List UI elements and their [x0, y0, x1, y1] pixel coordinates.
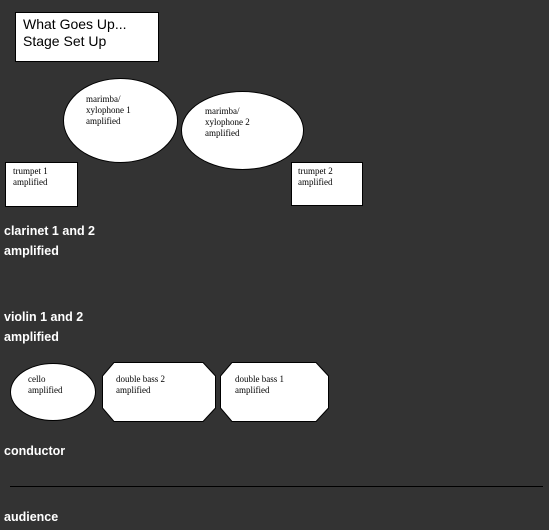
- double-bass-2-shape: [102, 362, 216, 422]
- cello: cello amplified: [10, 363, 96, 421]
- title-box: What Goes Up... Stage Set Up: [15, 12, 159, 62]
- trumpet2-label-1: trumpet 2: [298, 166, 333, 176]
- trumpet-2: trumpet 2 amplified: [291, 162, 363, 206]
- violin-label-2: amplified: [4, 330, 59, 344]
- clarinet-section: clarinet 1 and 2 amplified: [4, 221, 95, 261]
- marimba1-label-2: xylophone 1: [86, 105, 131, 115]
- marimba2-label-2: xylophone 2: [205, 117, 250, 127]
- conductor-label: conductor: [4, 444, 66, 458]
- double-bass-1: double bass 1 amplified: [235, 374, 284, 396]
- marimba-xylophone-1: marimba/ xylophone 1 amplified: [63, 78, 178, 163]
- marimba2-label-1: marimba/: [205, 106, 240, 116]
- violin-section: violin 1 and 2 amplified: [4, 307, 83, 347]
- title-line-2: Stage Set Up: [23, 33, 107, 49]
- audience-label: audience: [4, 510, 59, 524]
- title-line-1: What Goes Up...: [23, 16, 127, 32]
- cello-label-1: cello: [28, 374, 46, 384]
- clarinet-label-2: amplified: [4, 244, 59, 258]
- trumpet1-label-1: trumpet 1: [13, 166, 48, 176]
- trumpet1-label-2: amplified: [13, 177, 48, 187]
- cello-label-2: amplified: [28, 385, 63, 395]
- marimba-xylophone-2: marimba/ xylophone 2 amplified: [181, 91, 304, 170]
- marimba2-label-3: amplified: [205, 128, 240, 138]
- marimba1-label-1: marimba/: [86, 94, 121, 104]
- trumpet2-label-2: amplified: [298, 177, 333, 187]
- double-bass-1-shape: [220, 362, 329, 422]
- doublebass1-label-2: amplified: [235, 385, 270, 395]
- marimba1-label-3: amplified: [86, 116, 121, 126]
- doublebass2-label-2: amplified: [116, 385, 151, 395]
- doublebass1-label-1: double bass 1: [235, 374, 284, 384]
- double-bass-2: double bass 2 amplified: [116, 374, 165, 396]
- doublebass2-label-1: double bass 2: [116, 374, 165, 384]
- stage-edge-line: [10, 486, 543, 487]
- trumpet-1: trumpet 1 amplified: [5, 162, 78, 207]
- violin-label-1: violin 1 and 2: [4, 310, 84, 324]
- clarinet-label-1: clarinet 1 and 2: [4, 224, 96, 238]
